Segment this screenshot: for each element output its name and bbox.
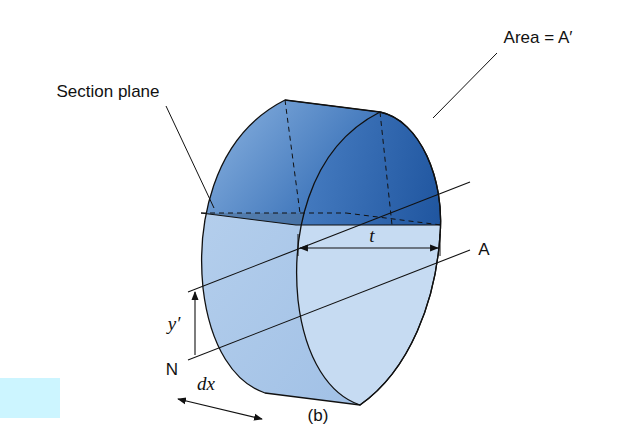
t-dimension bbox=[300, 247, 438, 248]
dimension-label: dx bbox=[197, 374, 215, 395]
dimension-label: y′ bbox=[168, 314, 181, 335]
part-label: Area = A′ bbox=[504, 29, 573, 48]
leader-line bbox=[166, 106, 214, 208]
section-line bbox=[188, 182, 470, 292]
slide-patch bbox=[0, 378, 60, 418]
extension-line bbox=[440, 234, 441, 256]
neutral-axis bbox=[188, 250, 470, 360]
dx-dimension bbox=[178, 399, 262, 419]
leader-line bbox=[433, 53, 497, 118]
solid-body bbox=[201, 100, 441, 405]
part-label: Section plane bbox=[56, 83, 159, 102]
y-arrow bbox=[194, 292, 195, 355]
figure-label: (b) bbox=[308, 407, 329, 426]
axis-label: A bbox=[478, 241, 489, 260]
extension-line bbox=[298, 234, 299, 256]
dimension-label: t bbox=[369, 226, 374, 247]
axis-label: N bbox=[166, 361, 178, 380]
